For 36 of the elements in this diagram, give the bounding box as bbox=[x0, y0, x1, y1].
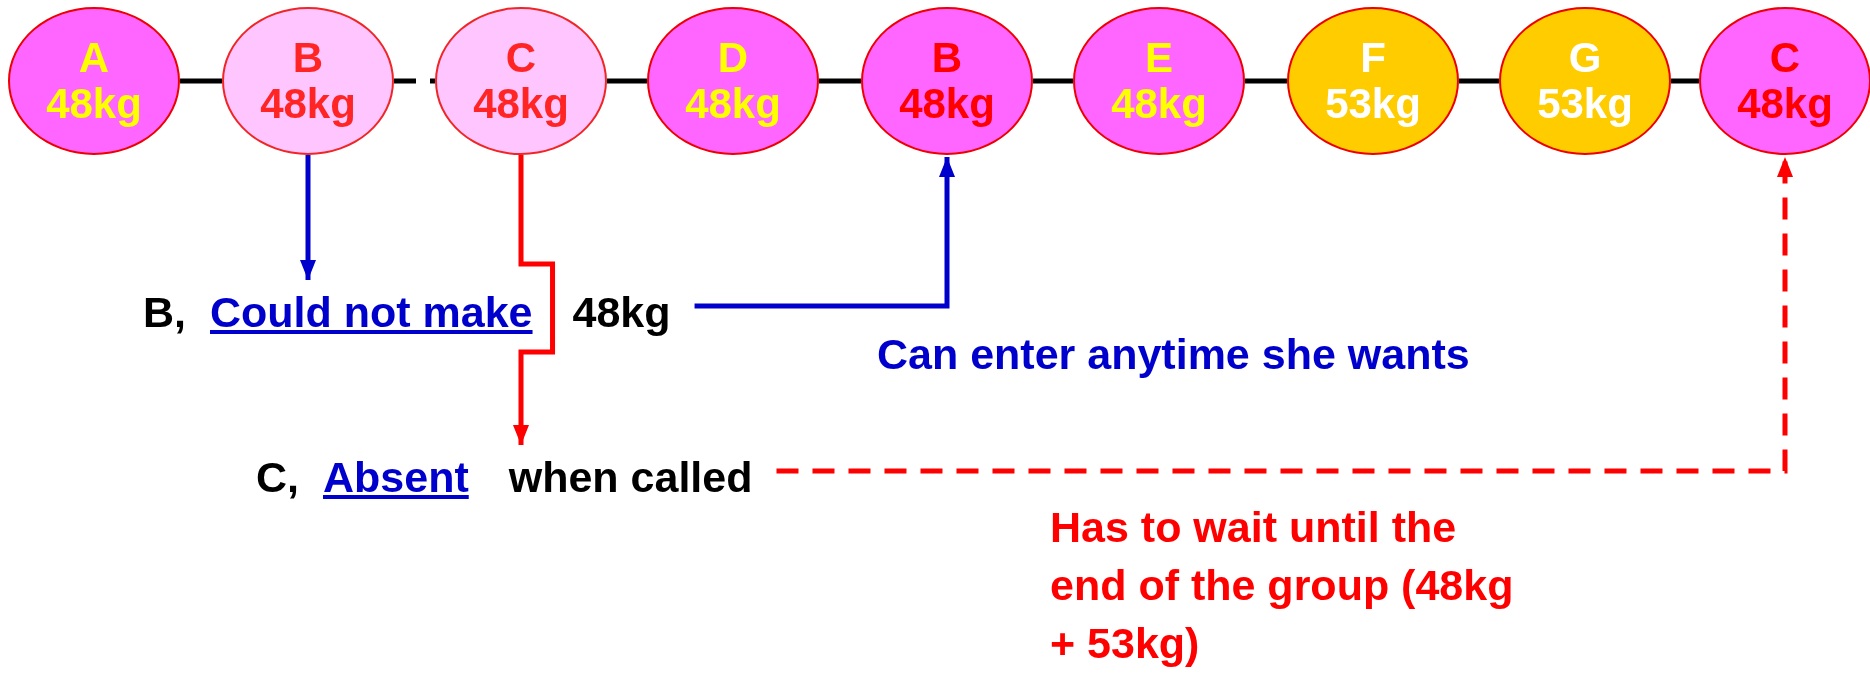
letter-label: G bbox=[1568, 35, 1602, 81]
arrow bbox=[513, 155, 556, 445]
connector-line bbox=[394, 78, 435, 84]
connector-line bbox=[1245, 78, 1287, 84]
arrow bbox=[694, 157, 955, 309]
letter-label: A bbox=[78, 35, 110, 81]
letter-label: B bbox=[931, 35, 963, 81]
letter-label: D bbox=[717, 35, 749, 81]
connector-line bbox=[1459, 78, 1499, 84]
weight-label: 48kg bbox=[1111, 81, 1207, 127]
weight-label: 48kg bbox=[685, 81, 781, 127]
connector-line bbox=[1033, 78, 1073, 84]
weight-text: 48kg bbox=[572, 287, 671, 338]
status-text: when called bbox=[508, 452, 753, 503]
underlined-phrase: Could not make bbox=[210, 287, 533, 338]
connector-line bbox=[819, 78, 861, 84]
letter-label: B bbox=[292, 35, 324, 81]
weight-label: 48kg bbox=[46, 81, 142, 127]
weight-label: 48kg bbox=[473, 81, 569, 127]
person-label: C, bbox=[256, 452, 299, 503]
connector-line bbox=[607, 78, 647, 84]
arrow bbox=[776, 157, 1793, 474]
weight-label: 48kg bbox=[260, 81, 356, 127]
letter-label: F bbox=[1360, 35, 1386, 81]
letter-label: C bbox=[505, 35, 537, 81]
underlined-phrase: Absent bbox=[323, 452, 469, 503]
arrow bbox=[300, 155, 316, 280]
letter-label: E bbox=[1145, 35, 1173, 81]
weight-label: 48kg bbox=[899, 81, 995, 127]
person-label: B, bbox=[143, 287, 186, 338]
letter-label: C bbox=[1769, 35, 1801, 81]
connector-line bbox=[180, 78, 222, 84]
connector-line bbox=[1671, 78, 1699, 84]
weight-label: 48kg bbox=[1737, 81, 1833, 127]
weight-label: 53kg bbox=[1325, 81, 1421, 127]
weight-label: 53kg bbox=[1537, 81, 1633, 127]
